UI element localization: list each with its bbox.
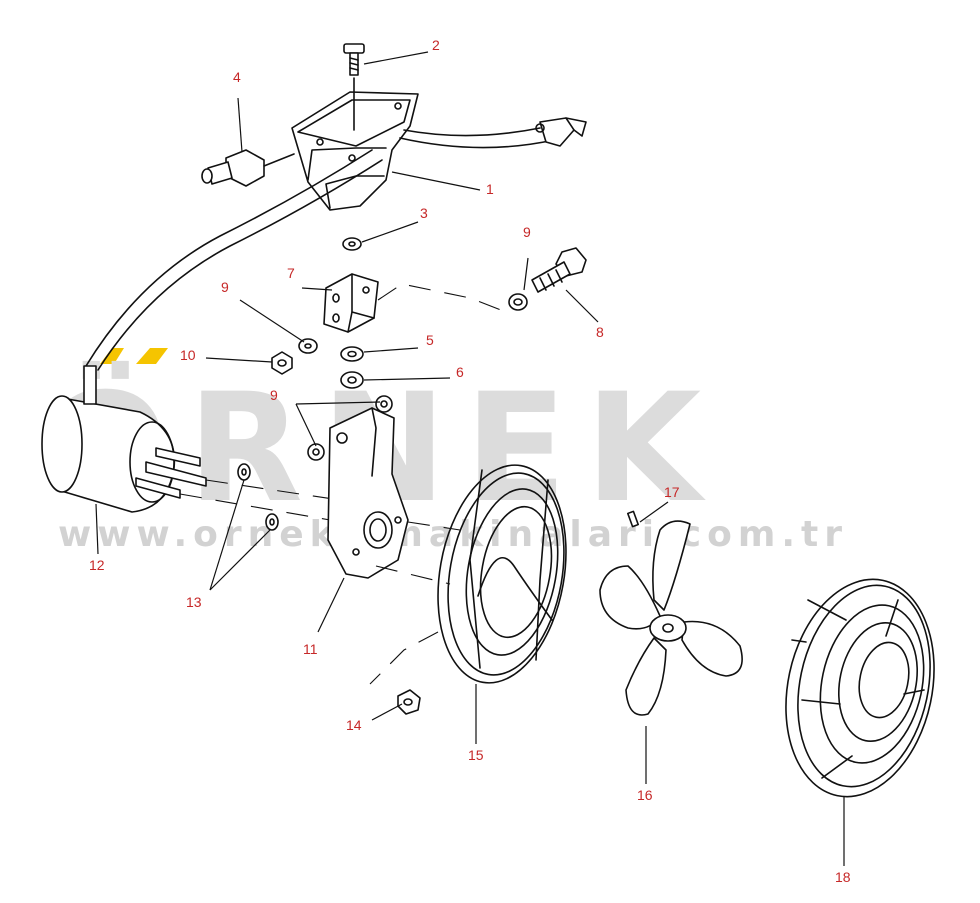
callout-12: 12: [89, 557, 105, 573]
callout-13: 13: [186, 594, 202, 610]
callout-4: 4: [233, 69, 241, 85]
part-screw-top: [343, 43, 365, 131]
part-bracket: [323, 273, 507, 333]
part-washer-5: [340, 346, 364, 362]
part-nut-6: [340, 371, 364, 389]
cable: [85, 149, 383, 371]
part-motor-mount-arm: [327, 407, 461, 585]
callout-10: 10: [180, 347, 196, 363]
part-switch-housing: [291, 91, 587, 211]
callout-3: 3: [420, 205, 428, 221]
callout-15: 15: [468, 747, 484, 763]
callout-8: 8: [596, 324, 604, 340]
part-toggle-switch: [201, 149, 295, 187]
part-nut-9-upper: [508, 293, 528, 311]
part-rear-grille: [369, 464, 567, 685]
callout-16: 16: [637, 787, 653, 803]
callout-17: 17: [664, 484, 680, 500]
part-bolt: [531, 247, 587, 293]
callout-9-upper: 9: [523, 224, 531, 240]
part-nut-10: [271, 351, 293, 375]
watermark-accent-right: [136, 348, 168, 364]
callout-2: 2: [432, 37, 440, 53]
callout-7: 7: [287, 265, 295, 281]
part-front-grille: [785, 578, 935, 798]
part-washers-9-lower: [307, 395, 393, 461]
part-nut-14: [397, 689, 421, 715]
callout-9-middle: 9: [221, 279, 229, 295]
watermark-url: www.ornekismakinalari.com.tr: [58, 514, 848, 555]
part-washer-3: [342, 237, 362, 251]
leader-lines: [95, 51, 845, 866]
callout-6: 6: [456, 364, 464, 380]
watermark-accent-left: [100, 348, 124, 364]
part-motor: [41, 365, 341, 521]
callout-labels: 1 2 3 4 5 6 7 8 9 9 9 10 11 12 13 14 15 …: [89, 37, 851, 885]
part-washer-9-middle: [298, 338, 318, 354]
callout-14: 14: [346, 717, 362, 733]
callout-5: 5: [426, 332, 434, 348]
callout-18: 18: [835, 869, 851, 885]
part-set-screw: [626, 510, 640, 528]
callout-1: 1: [486, 181, 494, 197]
callout-11: 11: [303, 641, 318, 657]
part-washers-13: [237, 463, 279, 531]
callout-9-lower: 9: [270, 387, 278, 403]
part-fan-blade: [599, 520, 743, 716]
